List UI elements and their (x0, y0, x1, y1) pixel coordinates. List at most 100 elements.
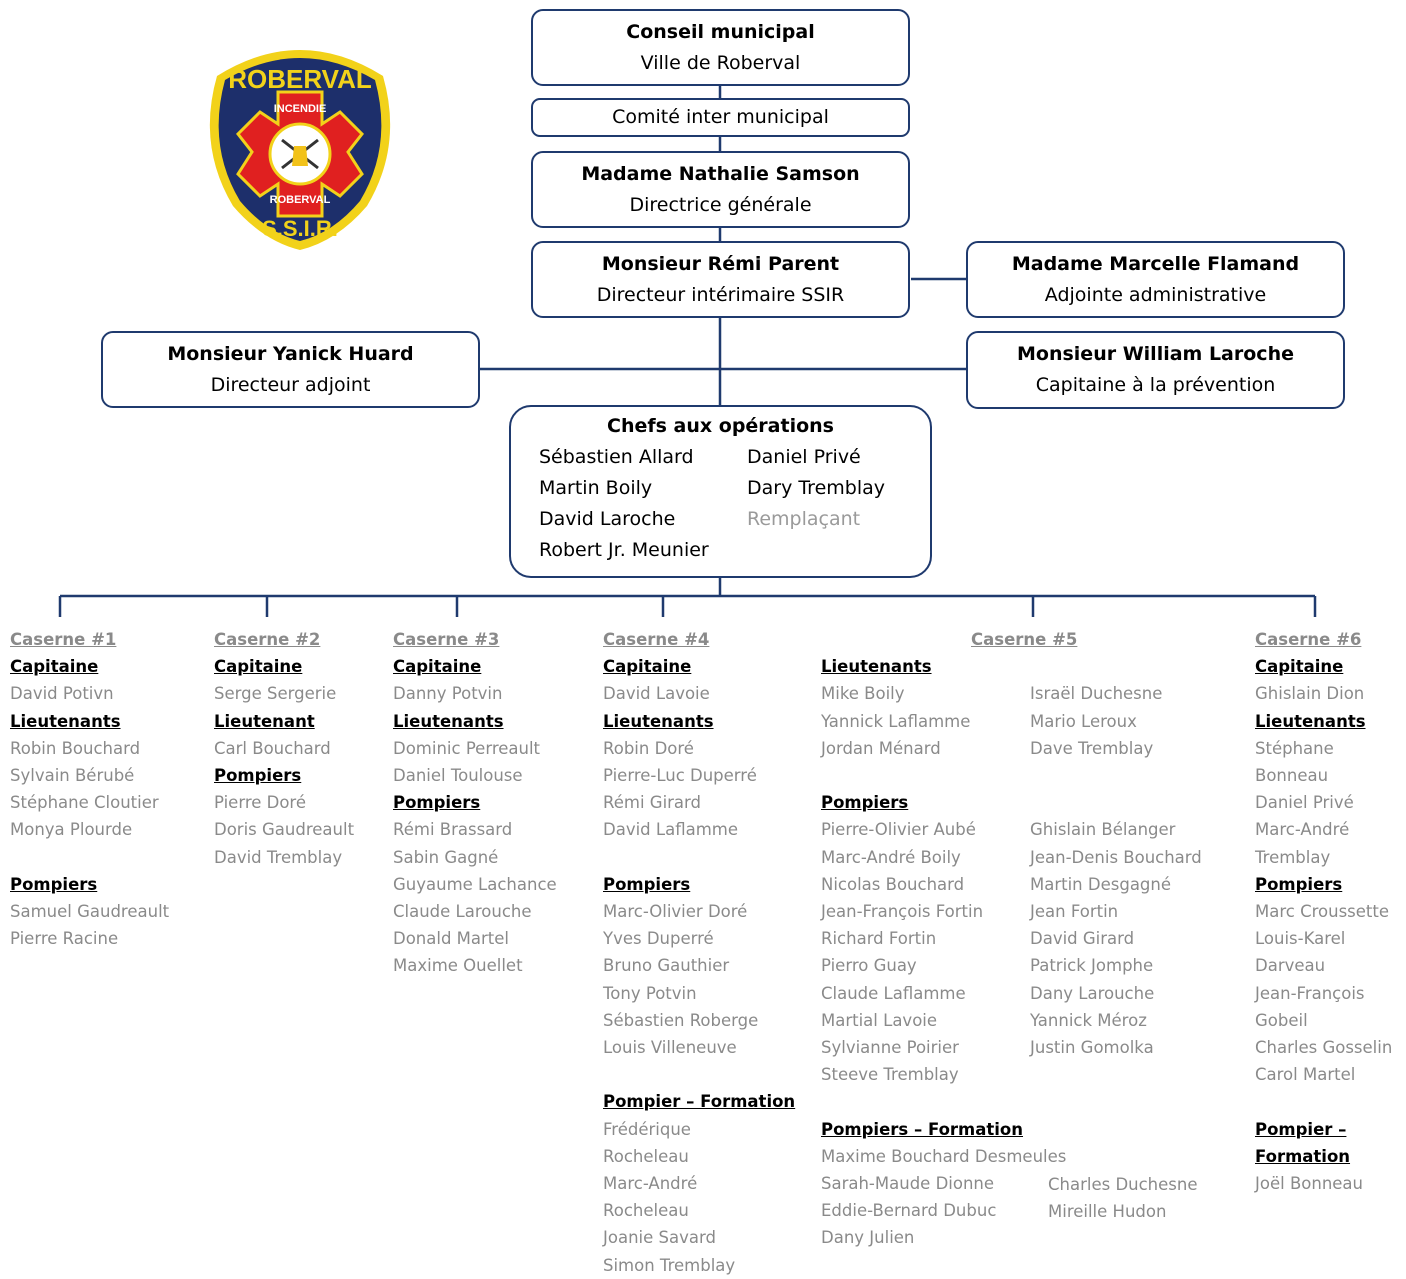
member-name: Bruno Gauthier (603, 956, 730, 976)
member-name: Rocheleau (603, 1146, 689, 1166)
member-name: Mario Leroux (1030, 711, 1137, 731)
member-name: Carol Martel (1255, 1065, 1356, 1085)
chef-name: Martin Boily (539, 477, 653, 499)
member-name: Robin Doré (603, 738, 694, 758)
section-label: Formation (1255, 1146, 1351, 1166)
member-name: Sylvain Bérubé (10, 766, 135, 786)
member-name: Serge Sergerie (214, 684, 337, 704)
member-name: Jean-François Fortin (821, 902, 984, 921)
section-label: Lieutenants (393, 711, 504, 731)
member-name: Sabin Gagné (393, 847, 499, 867)
chef-name: David Laroche (539, 508, 676, 530)
caserne-4: Caserne #4 Capitaine David Lavoie Lieute… (603, 626, 795, 1279)
member-name: Charles Duchesne (1048, 1174, 1198, 1194)
member-name: Marc-Olivier Doré (603, 902, 748, 922)
caserne-title: Caserne #4 (603, 630, 710, 649)
logo-inner-top: INCENDIE (274, 103, 327, 115)
member-name: Maxime Ouellet (393, 956, 523, 976)
member-name: Pierre Racine (10, 929, 119, 949)
member-name: Doris Gaudreault (214, 820, 355, 840)
member-name: Tremblay (1255, 847, 1331, 867)
prevention-box: Monsieur William Laroche Capitaine à la … (966, 331, 1345, 409)
dg-role: Directrice générale (629, 194, 812, 216)
member-name: Jean Fortin (1030, 901, 1119, 921)
section-label: Pompiers (603, 874, 691, 894)
chefs-title: Chefs aux opérations (607, 415, 834, 437)
member-name: Marc Croussette (1255, 902, 1390, 922)
member-name: Steeve Tremblay (821, 1065, 959, 1085)
member-name: Mike Boily (821, 684, 905, 704)
member-name: Gobeil (1255, 1010, 1308, 1030)
caserne-title: Caserne #6 (1255, 630, 1362, 649)
caserne-title: Caserne #1 (10, 630, 117, 649)
member-name: Stéphane (1255, 738, 1334, 758)
member-name: Jean-François (1255, 983, 1365, 1003)
section-label: Pompiers (821, 793, 909, 813)
member-name: Richard Fortin (821, 929, 937, 949)
member-name: Nicolas Bouchard (821, 874, 965, 894)
member-name: Yves Duperré (603, 929, 714, 949)
member-name: Louis Villeneuve (603, 1038, 737, 1058)
member-name: Ghislain Dion (1255, 684, 1365, 704)
member-name: Charles Gosselin (1255, 1038, 1393, 1058)
member-name: Rémi Girard (603, 793, 702, 813)
member-name: Robin Bouchard (10, 738, 141, 758)
member-name: Sarah-Maude Dionne (821, 1174, 995, 1194)
adjointe-box: Madame Marcelle Flamand Adjointe adminis… (966, 241, 1345, 318)
member-name: Marc-André (603, 1174, 698, 1194)
chefs-box: Chefs aux opérations Sébastien Allard Ma… (509, 405, 932, 578)
caserne-2: Caserne #2 Capitaine Serge Sergerie Lieu… (214, 626, 354, 871)
member-name: Joël Bonneau (1255, 1174, 1363, 1194)
adjointe-name: Madame Marcelle Flamand (1011, 253, 1300, 275)
chefs-list-left: Sébastien Allard Martin Boily David Laro… (539, 442, 709, 566)
caserne-5-col-b: Israël Duchesne Mario Leroux Dave Trembl… (1030, 680, 1202, 1061)
member-name: Danny Potvin (393, 684, 503, 704)
conseil-box: Conseil municipal Ville de Roberval (531, 9, 910, 86)
member-name: Carl Bouchard (214, 738, 331, 758)
member-name: Israël Duchesne (1030, 684, 1163, 704)
member-name: Darveau (1255, 956, 1326, 976)
section-label: Capitaine (1255, 657, 1344, 677)
caserne-6: Caserne #6 Capitaine Ghislain Dion Lieut… (1255, 626, 1392, 1197)
dg-name: Madame Nathalie Samson (581, 163, 860, 185)
member-name: Pierre-Olivier Aubé (821, 820, 976, 840)
caserne-5-formation-b: Charles Duchesne Mireille Hudon (1048, 1171, 1198, 1225)
member-name: Daniel Privé (1255, 793, 1354, 813)
section-label: Capitaine (603, 657, 692, 677)
member-name: Claude Larouche (393, 902, 532, 922)
section-label: Pompier – Formation (603, 1092, 796, 1112)
member-name: Sylvianne Poirier (821, 1038, 959, 1058)
member-name: Sébastien Roberge (603, 1010, 759, 1030)
member-name: Samuel Gaudreault (10, 902, 170, 922)
member-name: Dany Julien (821, 1228, 915, 1248)
member-name: Louis-Karel (1255, 929, 1346, 949)
logo-top-text: ROBERVAL (228, 64, 372, 94)
conseil-role: Ville de Roberval (640, 52, 801, 74)
member-name: Yannick Méroz (1030, 1010, 1147, 1030)
caserne-1: Caserne #1 Capitaine David Potivn Lieute… (10, 626, 169, 952)
member-name: David Laflamme (603, 820, 738, 840)
member-name: Monya Plourde (10, 820, 133, 840)
member-name: Tony Potvin (603, 983, 697, 1003)
prevention-role: Capitaine à la prévention (1035, 374, 1276, 396)
section-label: Lieutenants (10, 711, 121, 731)
section-label: Lieutenants (1255, 711, 1366, 731)
member-name: Mireille Hudon (1048, 1201, 1167, 1221)
chefs-list-right: Daniel Privé Dary Tremblay Remplaçant (747, 442, 885, 535)
member-name: Pierre Doré (214, 793, 307, 813)
caserne-title: Caserne #5 (971, 630, 1078, 649)
member-name: Dany Larouche (1030, 983, 1155, 1003)
directeur-name: Monsieur Rémi Parent (601, 253, 840, 275)
member-name: Jean-Denis Bouchard (1030, 847, 1202, 867)
member-name: Simon Tremblay (603, 1255, 736, 1275)
member-name: David Girard (1030, 929, 1135, 949)
member-name: Rémi Brassard (393, 820, 513, 840)
member-name: Rocheleau (603, 1201, 689, 1221)
section-label: Pompiers – Formation (821, 1119, 1024, 1139)
caserne-5-col-a: Lieutenants Mike Boily Yannick Laflamme … (821, 653, 1066, 1251)
logo-bottom-text: S.S.I.R. (262, 216, 338, 241)
adjoint-box: Monsieur Yanick Huard Directeur adjoint (101, 331, 480, 408)
member-name: Patrick Jomphe (1030, 956, 1154, 976)
adjoint-name: Monsieur Yanick Huard (167, 343, 414, 365)
section-label: Pompiers (10, 874, 98, 894)
